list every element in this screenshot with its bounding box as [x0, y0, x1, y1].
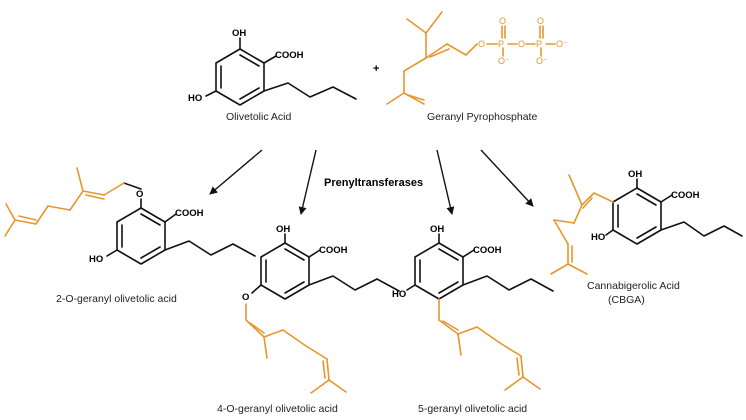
5-geranyl-olivetolic-acid-structure: OH COOH HO	[392, 224, 554, 391]
2-o-geranyl-olivetolic-acid-structure: O COOH HO	[4, 167, 256, 265]
p2-oxo: O	[537, 16, 544, 26]
phosphorus-1: P	[498, 39, 504, 49]
arrow-to-2-o-geranyl	[209, 149, 263, 195]
arrow-to-5-geranyl	[436, 149, 455, 215]
phosphate-oxygen: O	[478, 39, 485, 49]
cooh-label: COOH	[473, 245, 502, 256]
product-4-label-line1: Cannabigerolic Acid	[587, 280, 680, 292]
cooh-label: COOH	[275, 50, 304, 61]
plus-sign: +	[373, 63, 379, 75]
oh-label: OH	[276, 224, 290, 235]
ho-label: HO	[392, 289, 406, 300]
product-3-label: 5-geranyl olivetolic acid	[418, 403, 527, 415]
arrow-to-4-o-geranyl	[298, 149, 317, 215]
oh-label: OH	[232, 28, 246, 39]
p1-o-minus: O⁻	[498, 56, 510, 66]
p1-oxo: O	[499, 16, 506, 26]
olivetolic-acid-label: Olivetolic Acid	[226, 111, 292, 123]
geranyl-pyrophosphate-structure: O P O O⁻ O P O O⁻ O⁻	[386, 11, 568, 105]
4-o-geranyl-olivetolic-acid-structure: OH COOH O	[242, 224, 400, 394]
ether-oxygen: O	[242, 292, 249, 303]
geranyl-pyrophosphate-label: Geranyl Pyrophosphate	[427, 111, 537, 123]
cooh-label: COOH	[671, 190, 700, 201]
product-1-label: 2-O-geranyl olivetolic acid	[56, 293, 177, 305]
enzyme-label: Prenyltransferases	[324, 177, 423, 189]
phosphorus-2: P	[536, 39, 542, 49]
arrow-to-cbga	[480, 149, 534, 207]
cooh-label: COOH	[175, 208, 204, 219]
oh-label: OH	[430, 224, 444, 235]
olivetolic-acid-structure: OH COOH HO	[188, 28, 357, 106]
cbga-structure: OH COOH HO	[550, 169, 743, 275]
ho-label: HO	[591, 232, 605, 243]
terminal-o-minus: O⁻	[556, 39, 568, 49]
oh-label: OH	[628, 169, 642, 180]
product-2-label: 4-O-geranyl olivetolic acid	[217, 403, 338, 415]
cooh-label: COOH	[319, 245, 348, 256]
bridge-oxygen: O	[518, 39, 525, 49]
ho-label: HO	[188, 93, 202, 104]
product-4-label-line2: (CBGA)	[608, 294, 645, 306]
p2-o-minus: O⁻	[536, 56, 548, 66]
ho-label: HO	[89, 254, 103, 265]
ether-oxygen: O	[136, 189, 143, 200]
